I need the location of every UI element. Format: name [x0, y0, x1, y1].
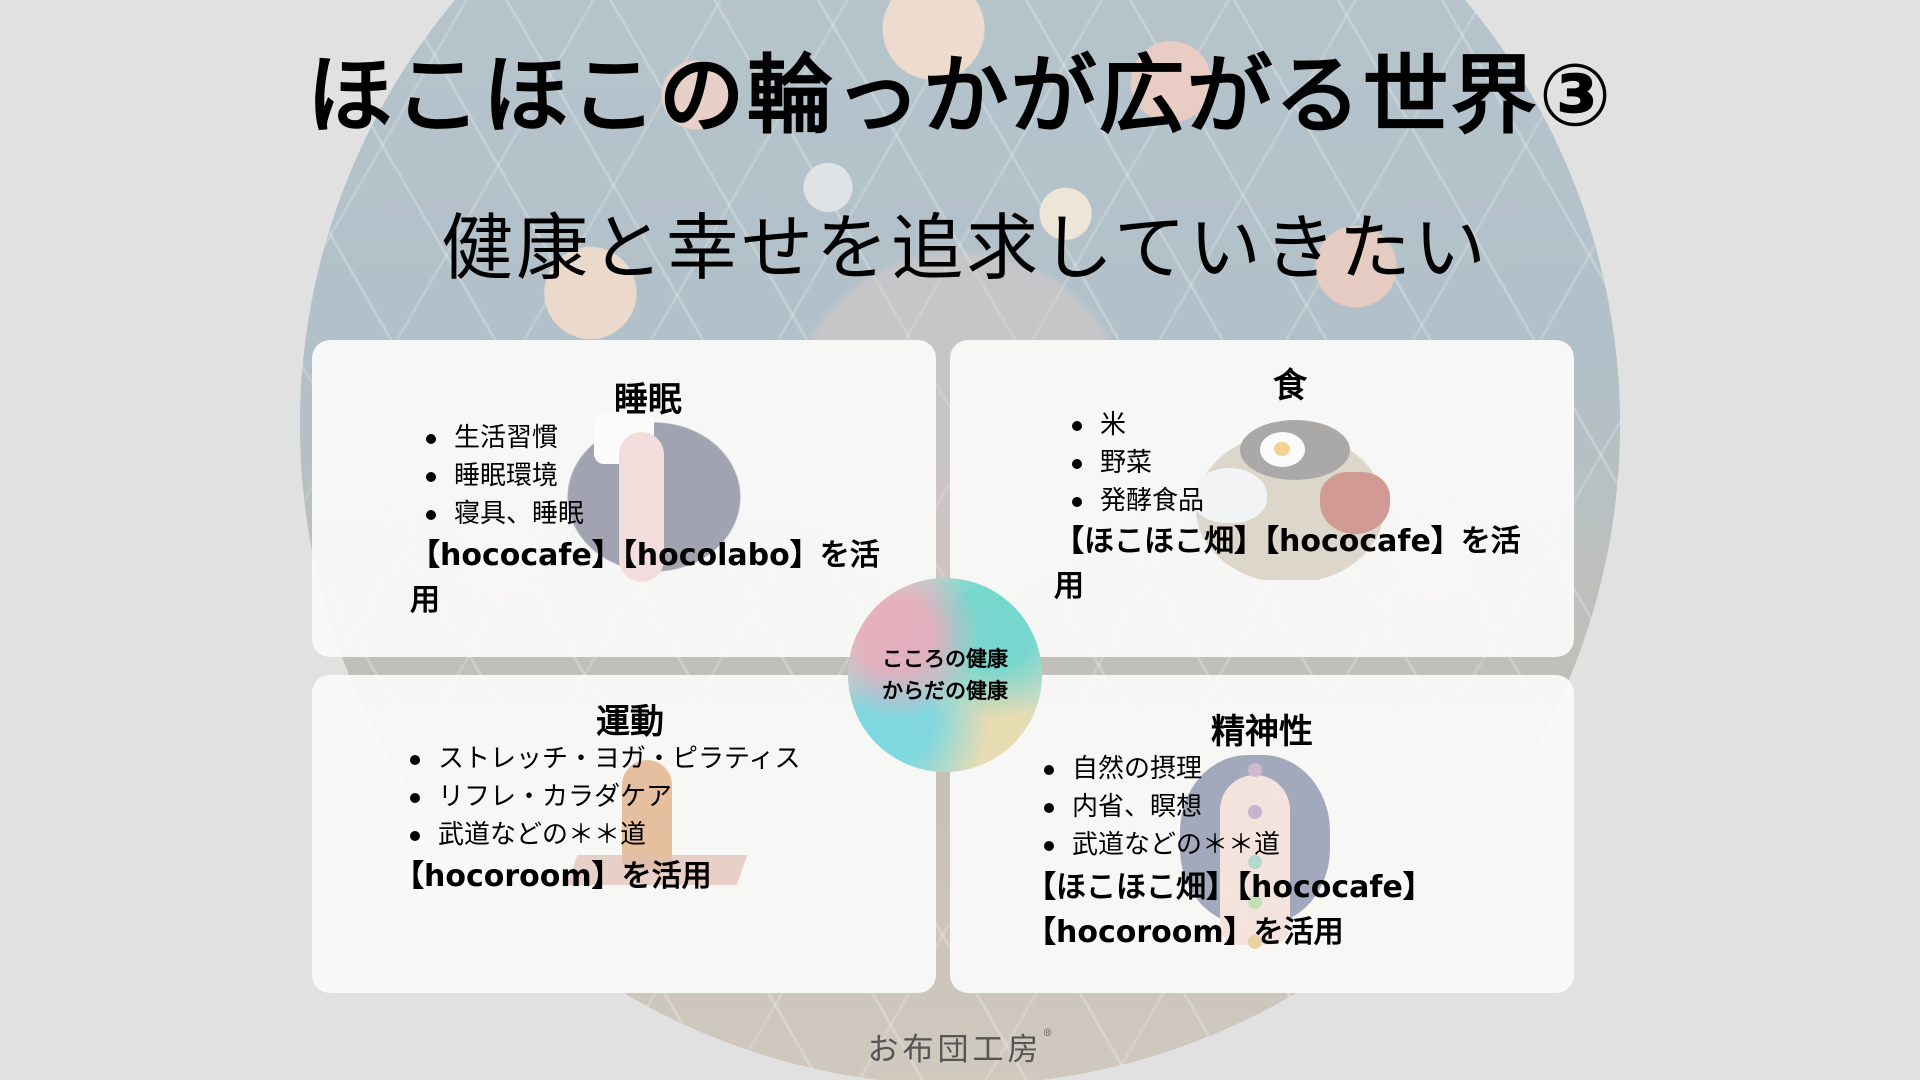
list-item: 発酵食品 [1072, 482, 1204, 520]
list-item: 内省、瞑想 [1044, 788, 1280, 826]
list-item: 米 [1072, 406, 1204, 444]
list-item: 武道などの＊＊道 [1044, 826, 1280, 864]
card-note: 【ほこほこ畑】【hococafe】 【hocoroom】を活用 [1026, 865, 1433, 955]
card-list: 生活習慣 睡眠環境 寝具、睡眠 [426, 419, 584, 533]
card-heading: 睡眠 [614, 380, 682, 420]
card-spirit: 精神性 自然の摂理 内省、瞑想 武道などの＊＊道 【ほこほこ畑】【hococaf… [950, 675, 1574, 993]
card-heading: 食 [1273, 366, 1307, 406]
card-note: 【hococafe】【hocolabo】を活用 [410, 538, 880, 618]
card-list: 自然の摂理 内省、瞑想 武道などの＊＊道 [1044, 750, 1280, 864]
card-list: ストレッチ・ヨガ・ピラティス リフレ・カラダケア 武道などの＊＊道 [410, 740, 800, 854]
list-item: 生活習慣 [426, 419, 584, 457]
brand-logo-text: お布団工房 [867, 1032, 1043, 1068]
card-sleep: 睡眠 生活習慣 睡眠環境 寝具、睡眠 【hococafe】【hocolabo】を… [312, 340, 936, 657]
list-item: 武道などの＊＊道 [410, 816, 800, 854]
list-item: リフレ・カラダケア [410, 778, 800, 816]
card-heading: 運動 [596, 702, 664, 742]
card-food: 食 米 野菜 発酵食品 【ほこほこ畑】【hococafe】を活用 [950, 340, 1574, 657]
center-line-mind: こころの健康 [882, 647, 1008, 671]
card-note-line: 【ほこほこ畑】【hococafe】 [1026, 870, 1433, 905]
card-heading: 精神性 [1211, 712, 1313, 752]
registered-mark: ® [1042, 1028, 1053, 1039]
list-item: 野菜 [1072, 444, 1204, 482]
list-item: 睡眠環境 [426, 457, 584, 495]
list-item: 寝具、睡眠 [426, 495, 584, 533]
card-note: 【hocoroom】を活用 [394, 859, 712, 894]
card-exercise: 運動 ストレッチ・ヨガ・ピラティス リフレ・カラダケア 武道などの＊＊道 【ho… [312, 675, 936, 993]
center-line-body: からだの健康 [882, 679, 1008, 703]
list-item: ストレッチ・ヨガ・ピラティス [410, 740, 800, 778]
center-health-circle: こころの健康 からだの健康 [848, 578, 1042, 772]
card-list: 米 野菜 発酵食品 [1072, 406, 1204, 520]
card-note-line: 【hocoroom】を活用 [1026, 915, 1344, 950]
page-subtitle: 健康と幸せを追求していきたい [441, 206, 1489, 290]
brand-logo: お布団工房® [0, 1024, 1920, 1069]
page-title: ほこほこの輪っかが広がる世界③ [306, 46, 1614, 146]
list-item: 自然の摂理 [1044, 750, 1280, 788]
card-note: 【ほこほこ畑】【hococafe】を活用 [1054, 524, 1521, 604]
